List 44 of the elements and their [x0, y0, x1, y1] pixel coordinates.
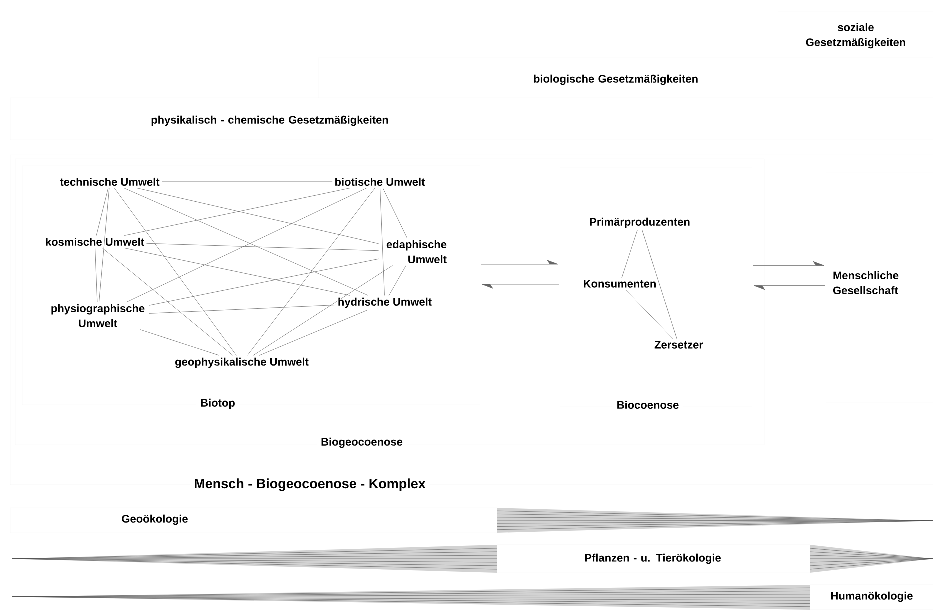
environment-label: physiographische Umwelt: [52, 304, 145, 328]
environment-label: technische Umwelt: [60, 178, 160, 186]
connector-line: [124, 188, 351, 236]
arrow: [754, 286, 826, 290]
connector-line: [382, 188, 408, 238]
environment-label: hydrische Umwelt: [338, 298, 432, 308]
society-box: Menschliche Gesellschaft: [826, 173, 933, 404]
connector-line: [247, 188, 376, 356]
connector-line: [99, 188, 110, 302]
connector-line: [626, 290, 674, 340]
organism-label: Konsumenten: [584, 280, 656, 288]
organism-label: Zersetzer: [654, 341, 704, 349]
law-band: soziale Gesetzmäßigkeiten: [778, 12, 933, 60]
connector-line: [124, 248, 350, 296]
environment-label: biotische Umwelt: [336, 178, 426, 186]
connector-line: [136, 188, 379, 244]
connector-line: [642, 230, 678, 340]
connector-line: [102, 248, 234, 356]
ecology-band: Geoökologie: [10, 508, 498, 534]
environment-label: kosmische Umwelt: [46, 238, 144, 246]
connector-line: [388, 266, 406, 296]
connector-line: [95, 248, 98, 302]
environment-label: geophysikalische Umwelt: [176, 358, 309, 368]
organism-label: Primärproduzenten: [590, 218, 690, 228]
arrow: [481, 260, 559, 265]
connector-line: [146, 243, 379, 252]
node-label: biologische Gesetzmäßigkeiten: [534, 74, 698, 86]
connector-line: [96, 188, 109, 236]
connector-line: [259, 310, 368, 356]
node-label: physikalisch - chemische Gesetzmäßigkeiten: [152, 116, 388, 126]
connector-line: [622, 230, 638, 278]
environment-label: edaphische Umwelt: [386, 240, 447, 264]
law-band: biologische Gesetzmäßigkeiten: [318, 58, 933, 100]
ecology-band: Pflanzen - u. Tierökologie: [497, 545, 810, 574]
connector-line: [149, 258, 379, 306]
connector-line: [114, 188, 237, 356]
arrow: [482, 284, 560, 289]
arrow: [753, 261, 825, 266]
connector-line: [380, 188, 385, 296]
connector-line: [253, 266, 393, 356]
law-band: physikalisch - chemische Gesetzmäßigkeiten: [10, 98, 933, 140]
connector-line: [140, 330, 220, 356]
ecology-band: Humanökologie: [810, 585, 933, 610]
connector-line: [149, 305, 336, 314]
